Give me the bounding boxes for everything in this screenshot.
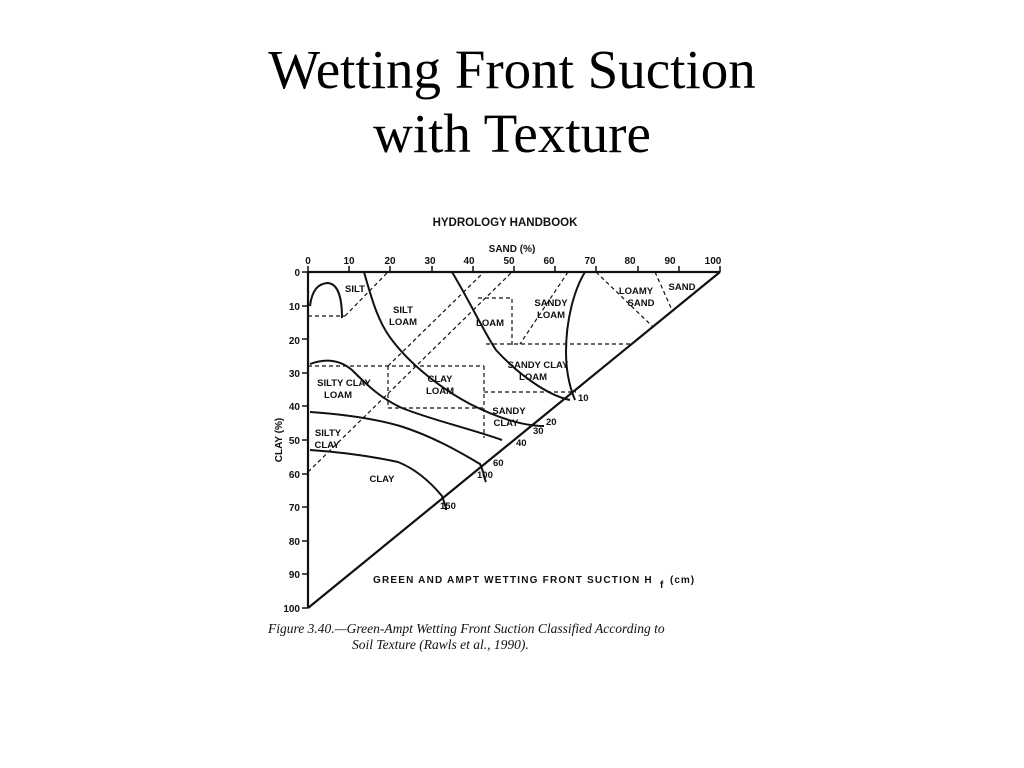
region-clay-loam: LOAM <box>426 386 454 397</box>
region-silt-loam: SILT <box>393 305 413 316</box>
region-silt: SILT <box>345 284 365 295</box>
region-silty-clay-loam: LOAM <box>324 390 352 401</box>
sand-tick-label: 80 <box>624 256 636 267</box>
clay-tick-label: 80 <box>289 537 301 548</box>
suction-label-subscript: f <box>660 580 664 591</box>
texture-class-boundaries <box>307 271 673 473</box>
sand-tick-label: 10 <box>343 256 355 267</box>
region-clay: CLAY <box>370 474 396 485</box>
clay-tick-label: 100 <box>283 604 300 615</box>
region-sandy-clay-loam: LOAM <box>519 372 547 383</box>
clay-tick-label: 40 <box>289 402 301 413</box>
suction-contours <box>309 271 586 511</box>
sand-tick-label: 100 <box>705 256 722 267</box>
region-silt-loam: LOAM <box>389 317 417 328</box>
figure-caption: Figure 3.40.—Green-Ampt Wetting Front Su… <box>268 621 728 653</box>
sand-tick-label: 0 <box>305 256 311 267</box>
contour-label: 40 <box>516 438 527 449</box>
clay-tick-label: 50 <box>289 436 301 447</box>
slide-title-line-1: Wetting Front Suction <box>268 39 756 100</box>
sand-tick-label: 50 <box>503 256 515 267</box>
region-silty-clay: CLAY <box>315 440 341 451</box>
contour-label: 100 <box>477 470 493 481</box>
sand-tick-label: 60 <box>543 256 555 267</box>
sand-tick-label: 70 <box>584 256 596 267</box>
region-sandy-clay-loam: SANDY CLAY <box>508 360 569 371</box>
clay-axis-label: CLAY (%) <box>274 418 285 462</box>
clay-tick-label: 10 <box>289 302 301 313</box>
clay-tick-label: 0 <box>294 268 300 279</box>
region-loamy-sand: LOAMY <box>619 286 654 297</box>
sand-tick-label: 20 <box>384 256 396 267</box>
region-loam: LOAM <box>476 318 504 329</box>
sand-tick-label: 90 <box>664 256 676 267</box>
caption-line-2: Soil Texture (Rawls et al., 1990). <box>352 637 529 652</box>
sand-tick-label: 30 <box>424 256 436 267</box>
suction-label-unit: (cm) <box>670 575 695 586</box>
region-sandy-clay: SANDY <box>492 406 526 417</box>
contour-label: 150 <box>440 501 456 512</box>
region-sandy-clay: CLAY <box>494 418 520 429</box>
region-loamy-sand: SAND <box>628 298 655 309</box>
clay-tick-label: 30 <box>289 369 301 380</box>
slide-title: Wetting Front Suction with Texture <box>0 38 1024 166</box>
region-clay-loam: CLAY <box>428 374 454 385</box>
caption-line-1: Figure 3.40.—Green-Ampt Wetting Front Su… <box>268 621 665 636</box>
sand-axis-label: SAND (%) <box>489 244 536 255</box>
region-silty-clay-loam: SILTY CLAY <box>317 378 371 389</box>
contour-label: 30 <box>533 426 544 437</box>
clay-tick-label: 90 <box>289 570 301 581</box>
region-silty-clay: SILTY <box>315 428 342 439</box>
clay-tick-label: 70 <box>289 503 301 514</box>
texture-region-labels: SILT SILT LOAM LOAM SANDY LOAM LOAMY SAN… <box>315 282 696 485</box>
sand-axis: 0 10 20 30 40 50 60 70 80 90 100 <box>305 256 722 272</box>
sand-tick-label: 40 <box>463 256 475 267</box>
region-sandy-loam: LOAM <box>537 310 565 321</box>
contour-label: 10 <box>578 393 589 404</box>
triangle-frame <box>306 270 721 609</box>
region-sand: SAND <box>669 282 696 293</box>
contour-label: 60 <box>493 458 504 469</box>
region-sandy-loam: SANDY <box>534 298 568 309</box>
slide-title-line-2: with Texture <box>373 103 651 164</box>
handbook-header: HYDROLOGY HANDBOOK <box>433 217 579 229</box>
suction-label-main: GREEN AND AMPT WETTING FRONT SUCTION H <box>373 575 653 586</box>
clay-tick-label: 60 <box>289 470 301 481</box>
clay-tick-label: 20 <box>289 336 301 347</box>
clay-axis: 0 10 20 30 40 50 60 70 80 90 100 CLAY (%… <box>274 268 308 615</box>
contour-value-labels: 10 20 30 40 60 100 150 <box>440 393 589 512</box>
suction-label: GREEN AND AMPT WETTING FRONT SUCTION H f… <box>373 575 695 591</box>
contour-label: 20 <box>546 417 557 428</box>
